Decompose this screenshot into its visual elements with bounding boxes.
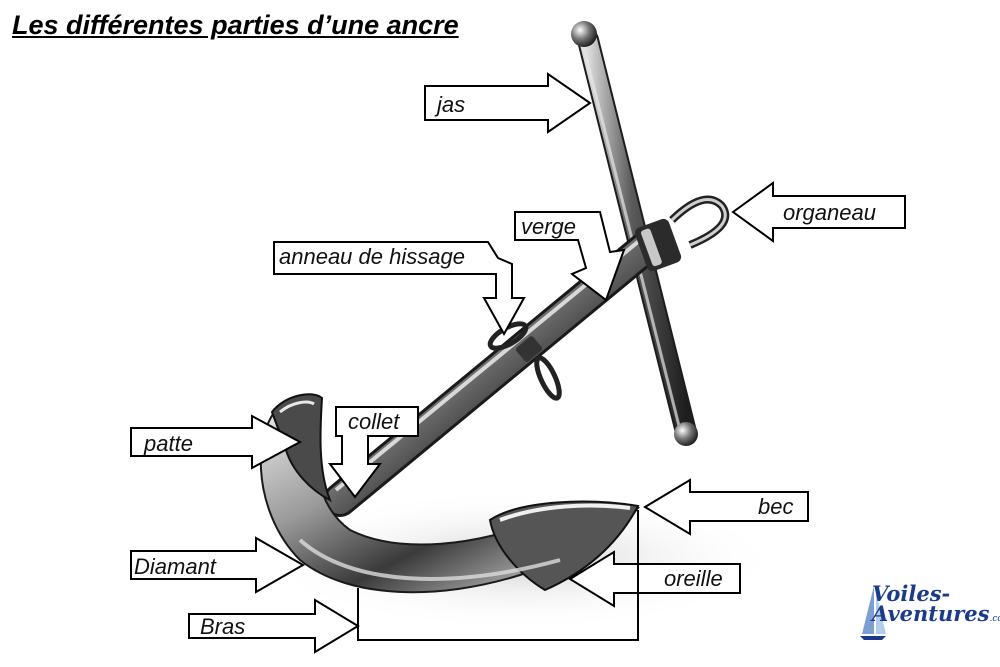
bras-bracket bbox=[357, 510, 639, 641]
label-jas: jas bbox=[437, 92, 466, 117]
label-bras: Bras bbox=[200, 614, 246, 639]
label-patte: patte bbox=[144, 431, 193, 456]
shackle-ring bbox=[669, 195, 730, 249]
arrow-jas bbox=[424, 72, 592, 134]
label-anneau: anneau de hissage bbox=[279, 244, 465, 269]
label-diamant: Diamant bbox=[134, 554, 216, 579]
arrow-oreille bbox=[568, 550, 741, 608]
diagram-title: Les différentes parties d’une ancre bbox=[12, 10, 459, 40]
arrow-anneau bbox=[273, 241, 526, 337]
voiles-aventures-logo: Voiles- Aventures.com bbox=[858, 581, 1000, 662]
sail-icon bbox=[860, 586, 886, 640]
arrow-bras bbox=[188, 598, 360, 654]
left-fluke bbox=[270, 393, 332, 503]
arrow-patte bbox=[130, 414, 303, 470]
label-bec: bec bbox=[758, 494, 794, 519]
arrow-bec bbox=[643, 478, 809, 536]
logo-line1: Voiles- bbox=[872, 581, 951, 606]
logo-line2: Aventures bbox=[872, 600, 990, 626]
hoist-ring-2 bbox=[534, 355, 562, 401]
stock-ball-top bbox=[571, 21, 597, 47]
stock-ball-bottom bbox=[674, 422, 698, 446]
arrow-verge bbox=[514, 211, 626, 302]
label-organeau: organeau bbox=[783, 200, 876, 225]
arrow-collet bbox=[327, 406, 419, 499]
label-oreille: oreille bbox=[664, 566, 723, 591]
label-collet: collet bbox=[348, 409, 400, 434]
logo-suffix: .com bbox=[989, 613, 1000, 624]
arrow-diamant bbox=[130, 536, 306, 594]
logo-text: Voiles- Aventures.com bbox=[872, 581, 1000, 626]
arrow-organeau bbox=[731, 181, 906, 243]
label-verge: verge bbox=[521, 214, 577, 239]
